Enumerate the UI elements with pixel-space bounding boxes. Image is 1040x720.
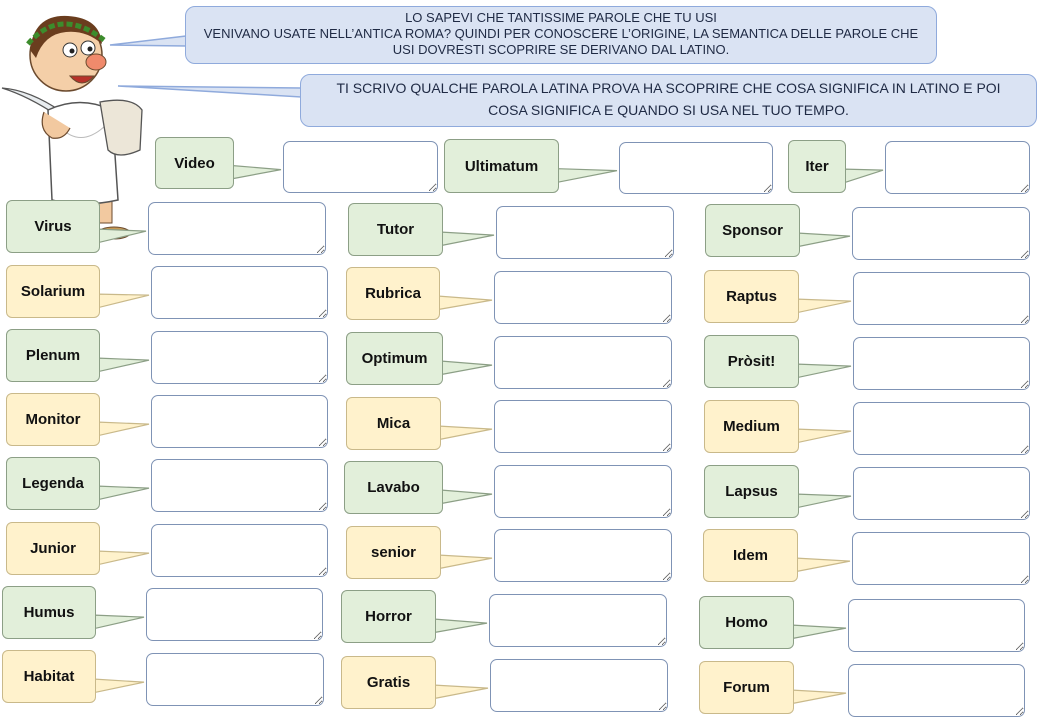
answer-box[interactable] (853, 337, 1030, 390)
answer-box[interactable] (494, 271, 672, 324)
word-callout-tail (441, 231, 495, 247)
word-callout-tail (844, 168, 884, 184)
word-callout-tail (798, 232, 851, 248)
word-callout-tail (434, 618, 488, 634)
word-callout: Junior (6, 522, 100, 575)
intro-line-3: USI DOVRESTI SCOPRIRE SE DERIVANO DAL LA… (392, 42, 730, 57)
answer-box[interactable] (489, 594, 667, 647)
word-callout-tail (98, 485, 150, 501)
answer-box[interactable] (494, 336, 672, 389)
word-callout-tail (441, 489, 493, 505)
word-callout-tail (441, 360, 493, 376)
answer-box[interactable] (494, 400, 672, 453)
word-callout: Optimum (346, 332, 443, 385)
word-callout: Homo (699, 596, 794, 649)
word-callout: Ultimatum (444, 139, 559, 193)
word-callout: Lapsus (704, 465, 799, 518)
word-callout: Legenda (6, 457, 100, 510)
word-callout-tail (557, 168, 618, 183)
word-callout: Solarium (6, 265, 100, 318)
word-callout: Medium (704, 400, 799, 453)
answer-box[interactable] (151, 524, 328, 577)
answer-box[interactable] (151, 331, 328, 384)
word-callout-tail (796, 557, 851, 573)
word-callout-tail (94, 678, 145, 694)
answer-box[interactable] (848, 664, 1025, 717)
word-callout-tail (434, 684, 489, 700)
word-callout-tail (94, 614, 145, 630)
word-callout: Tutor (348, 203, 443, 256)
answer-box[interactable] (853, 272, 1030, 325)
answer-box[interactable] (619, 142, 773, 194)
word-callout: Gratis (341, 656, 436, 709)
word-callout: Raptus (704, 270, 799, 323)
word-callout: Plenum (6, 329, 100, 382)
answer-box[interactable] (496, 206, 674, 259)
intro-bubble: LO SAPEVI CHE TANTISSIME PAROLE CHE TU U… (185, 6, 937, 64)
word-callout-tail (792, 689, 847, 705)
answer-box[interactable] (885, 141, 1030, 194)
word-callout: Horror (341, 590, 436, 643)
word-callout-tail (439, 554, 493, 570)
word-callout-tail (98, 357, 150, 373)
answer-box[interactable] (852, 532, 1030, 585)
word-callout-tail (797, 363, 852, 379)
word-callout-tail (98, 293, 150, 309)
word-callout-tail (98, 550, 150, 566)
instruction-line-2: COSA SIGNIFICA E QUANDO SI USA NEL TUO T… (488, 102, 849, 118)
answer-box[interactable] (494, 529, 672, 582)
answer-box[interactable] (852, 207, 1030, 260)
word-callout-tail (438, 295, 493, 311)
intro-line-1: LO SAPEVI CHE TANTISSIME PAROLE CHE TU U… (405, 10, 717, 25)
answer-box[interactable] (148, 202, 326, 255)
answer-box[interactable] (283, 141, 438, 193)
answer-box[interactable] (848, 599, 1025, 652)
word-callout: senior (346, 526, 441, 579)
instruction-bubble: TI SCRIVO QUALCHE PAROLA LATINA PROVA HA… (300, 74, 1037, 127)
word-callout: Virus (6, 200, 100, 253)
instruction-line-1: TI SCRIVO QUALCHE PAROLA LATINA PROVA HA… (336, 80, 1001, 96)
word-callout: Pròsit! (704, 335, 799, 388)
word-callout-tail (98, 421, 150, 437)
word-callout: Sponsor (705, 204, 800, 257)
word-callout: Mica (346, 397, 441, 450)
answer-box[interactable] (853, 467, 1030, 520)
answer-box[interactable] (151, 395, 328, 448)
word-callout-tail (232, 164, 282, 180)
word-callout: Lavabo (344, 461, 443, 514)
word-callout-tail (797, 428, 852, 444)
word-callout: Forum (699, 661, 794, 714)
word-callout-tail (797, 298, 852, 314)
word-callout: Humus (2, 586, 96, 639)
answer-box[interactable] (490, 659, 668, 712)
intro-line-2: VENIVANO USATE NELL’ANTICA ROMA? QUINDI … (203, 26, 919, 41)
word-callout: Monitor (6, 393, 100, 446)
word-callout: Iter (788, 140, 846, 193)
answer-box[interactable] (151, 266, 328, 319)
word-callout: Video (155, 137, 234, 189)
answer-box[interactable] (853, 402, 1030, 455)
answer-box[interactable] (151, 459, 328, 512)
word-callout-tail (792, 624, 847, 640)
roman-character-icon (1, 15, 143, 240)
word-callout-tail (797, 493, 852, 509)
answer-box[interactable] (146, 653, 324, 706)
answer-box[interactable] (146, 588, 323, 641)
word-callout-tail (439, 425, 493, 441)
word-callout: Rubrica (346, 267, 440, 320)
answer-box[interactable] (494, 465, 672, 518)
word-callout: Idem (703, 529, 798, 582)
word-callout: Habitat (2, 650, 96, 703)
